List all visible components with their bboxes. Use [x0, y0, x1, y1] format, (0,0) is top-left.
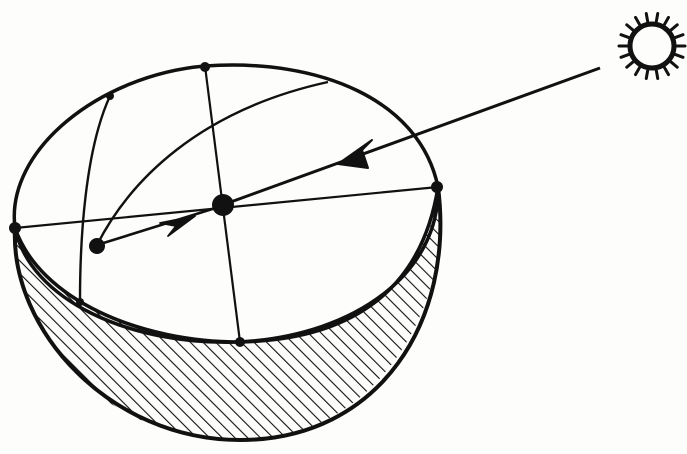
sun-ray — [656, 71, 657, 79]
arrow-icon — [160, 216, 195, 236]
sun-ray — [656, 14, 657, 22]
sun-ray — [627, 25, 633, 30]
rim-point-east — [431, 181, 443, 193]
meridian-bottom-point — [76, 298, 84, 306]
sun-ray — [665, 68, 669, 75]
meridian-curve — [80, 96, 110, 300]
rim-point-south — [235, 337, 245, 347]
sun-ray — [675, 55, 683, 58]
sun-ray — [665, 17, 669, 24]
shadow-point — [89, 238, 105, 254]
sun-ray — [646, 71, 647, 79]
sun-icon — [619, 14, 685, 79]
meridian-top-point — [106, 92, 114, 100]
sun-ray — [671, 62, 677, 67]
gnomon-center-point — [212, 194, 234, 216]
sun-ray — [621, 55, 629, 58]
rim-point-west — [9, 222, 21, 234]
rim-point-north — [200, 62, 210, 72]
sun-ray — [646, 14, 647, 22]
sun-ray — [675, 35, 683, 38]
sun-ray — [636, 17, 640, 24]
sun-ray — [627, 62, 633, 67]
sun-ray — [671, 25, 677, 30]
sun-path-arc — [97, 82, 328, 245]
shaded-bowl — [15, 187, 440, 440]
sun-ray — [621, 35, 629, 38]
sun-ray — [636, 68, 640, 75]
sun-ray-line — [228, 68, 600, 203]
